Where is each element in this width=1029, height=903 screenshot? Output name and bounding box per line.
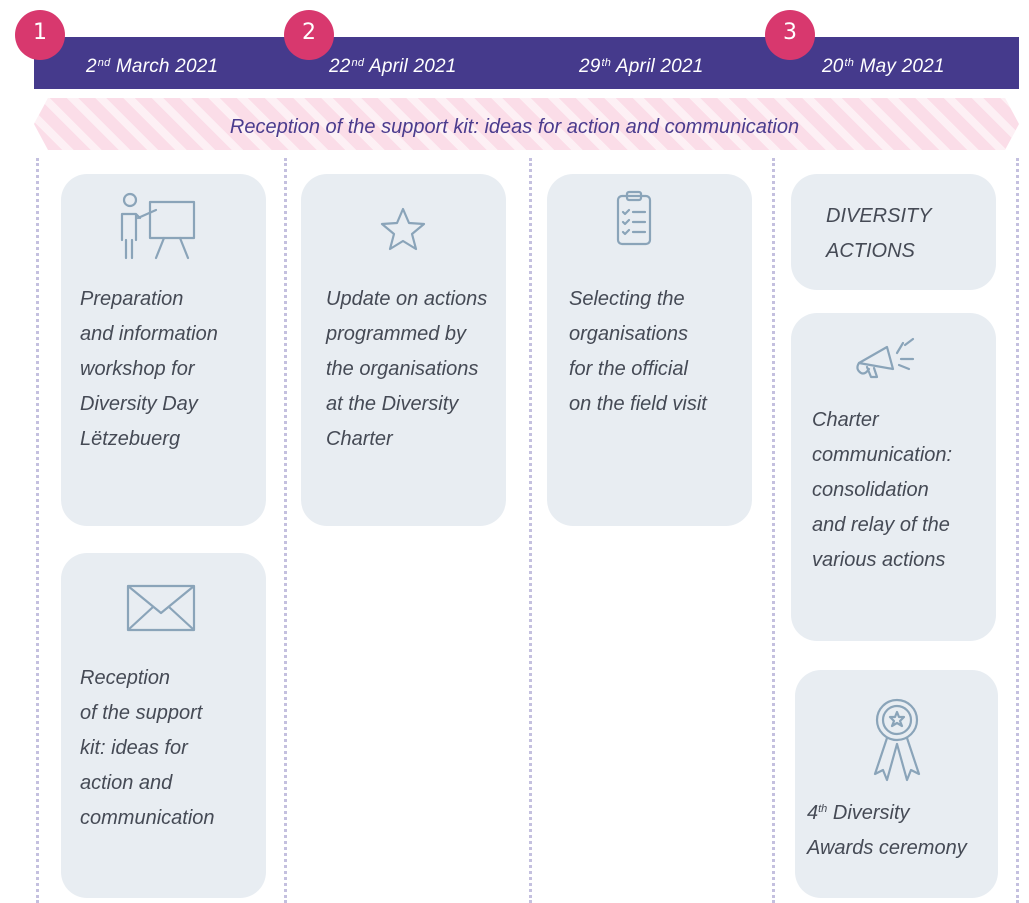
date-4: 20th May 2021	[822, 56, 945, 77]
card-text: Charter communication: consolidation and…	[812, 409, 953, 571]
card-update: Update on actions programmed by the orga…	[301, 174, 506, 526]
card-text: Reception of the support kit: ideas for …	[80, 667, 215, 829]
date-3: 29th April 2021	[579, 56, 704, 77]
card-workshop: Preparation and information workshop for…	[61, 174, 266, 526]
megaphone-icon	[851, 329, 935, 385]
timeline-divider	[529, 158, 532, 903]
ribbon-banner	[34, 98, 1019, 150]
card-text: DIVERSITY ACTIONS	[826, 205, 932, 262]
timeline-divider	[284, 158, 287, 903]
timeline-divider	[772, 158, 775, 903]
step-badge-3: 3	[765, 10, 815, 60]
star-icon	[379, 206, 427, 252]
timeline-divider	[36, 158, 39, 903]
step-badge-1: 1	[15, 10, 65, 60]
card-diversity-actions: DIVERSITY ACTIONS	[791, 174, 996, 290]
checklist-icon	[615, 190, 653, 266]
card-text: Selecting the organisations for the offi…	[569, 288, 707, 415]
timeline-header-bar	[34, 37, 1019, 89]
card-reception-kit: Reception of the support kit: ideas for …	[61, 553, 266, 898]
date-2: 22nd April 2021	[329, 56, 457, 77]
card-text: Update on actions programmed by the orga…	[326, 288, 488, 450]
card-charter-communication: Charter communication: consolidation and…	[791, 313, 996, 641]
card-selecting: Selecting the organisations for the offi…	[547, 174, 752, 526]
envelope-icon	[125, 583, 197, 633]
ribbon-text: Reception of the support kit: ideas for …	[229, 116, 800, 138]
award-ribbon-icon	[857, 696, 937, 786]
presentation-icon	[116, 190, 200, 262]
date-1: 2nd March 2021	[86, 56, 219, 77]
card-text: Preparation and information workshop for…	[80, 288, 218, 450]
timeline-divider	[1016, 158, 1019, 903]
step-badge-2: 2	[284, 10, 334, 60]
